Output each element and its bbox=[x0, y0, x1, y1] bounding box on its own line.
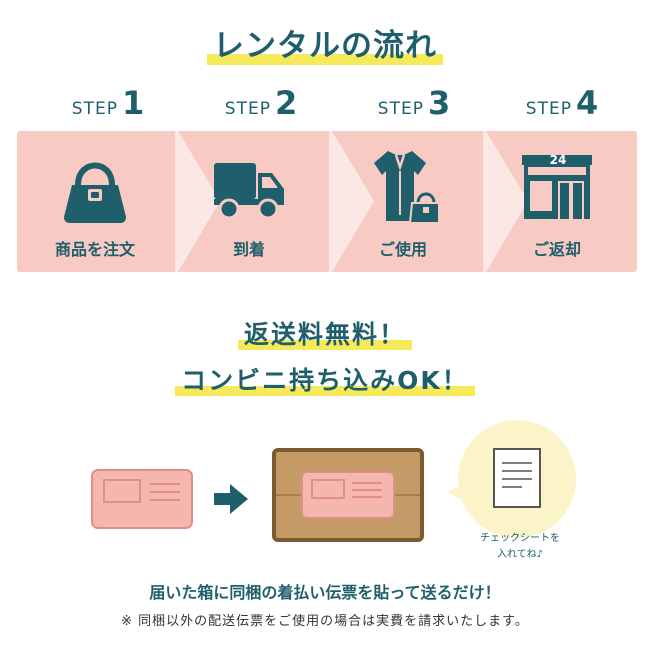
step-label-text: ご返却 bbox=[532, 240, 581, 259]
steps-panel: 商品を注文 到着 ご使用 bbox=[17, 131, 637, 272]
step-word: STEP bbox=[377, 99, 424, 119]
footnote: ※ 同梱以外の配送伝票をご使用の場合は実費を請求いたします。 bbox=[121, 614, 529, 629]
bubble-tail bbox=[447, 484, 463, 500]
headline-line-2: コンビニ持ち込みOK！ bbox=[0, 357, 650, 401]
step-number: 3 bbox=[427, 84, 451, 122]
convenience-store-ok-text: コンビニ持ち込みOK！ bbox=[175, 361, 475, 397]
step-label-text: 商品を注文 bbox=[54, 240, 135, 259]
step-word: STEP bbox=[525, 99, 572, 119]
step-1: 商品を注文 bbox=[25, 131, 165, 272]
step-number: 2 bbox=[274, 84, 298, 122]
step-number: 4 bbox=[575, 84, 599, 122]
chevron-separator bbox=[329, 131, 374, 272]
handbag-icon bbox=[64, 162, 126, 223]
check-sheet-note: チェックシートを 入れてね♪ bbox=[445, 531, 595, 563]
step-word: STEP bbox=[224, 99, 271, 119]
step-number: 1 bbox=[121, 84, 145, 122]
check-sheet-note-line-1: チェックシートを bbox=[480, 533, 560, 544]
step-3: ご使用 bbox=[333, 131, 473, 272]
headline-line-1: 返送料無料！ bbox=[0, 311, 650, 355]
check-sheet-note-line-2: 入れてね♪ bbox=[496, 549, 544, 560]
return-illustration bbox=[91, 448, 424, 542]
step-word: STEP bbox=[71, 99, 118, 119]
arrow-right-icon bbox=[214, 484, 248, 514]
cardboard-box-icon bbox=[272, 448, 424, 542]
convenience-store-icon bbox=[522, 155, 592, 219]
delivery-truck-icon bbox=[214, 163, 284, 220]
shipping-slip-icon bbox=[91, 469, 193, 529]
check-sheet-icon bbox=[493, 448, 541, 508]
chevron-separator bbox=[175, 131, 220, 272]
title-area: レンタルの流れ bbox=[0, 16, 650, 68]
instruction-caption: 届いた箱に同梱の着払い伝票を貼って送るだけ！ bbox=[149, 583, 501, 602]
store-sign-text: 24 bbox=[549, 153, 567, 167]
chevron-separator bbox=[483, 131, 528, 272]
step-label-text: ご使用 bbox=[378, 240, 427, 259]
dress-and-bag-icon bbox=[374, 151, 438, 224]
free-return-text: 返送料無料！ bbox=[237, 315, 413, 351]
step-4: 24 ご返却 bbox=[487, 131, 627, 272]
step-2: 到着 bbox=[179, 131, 319, 272]
page-title: レンタルの流れ bbox=[207, 20, 443, 65]
step-label-text: 到着 bbox=[232, 240, 265, 259]
